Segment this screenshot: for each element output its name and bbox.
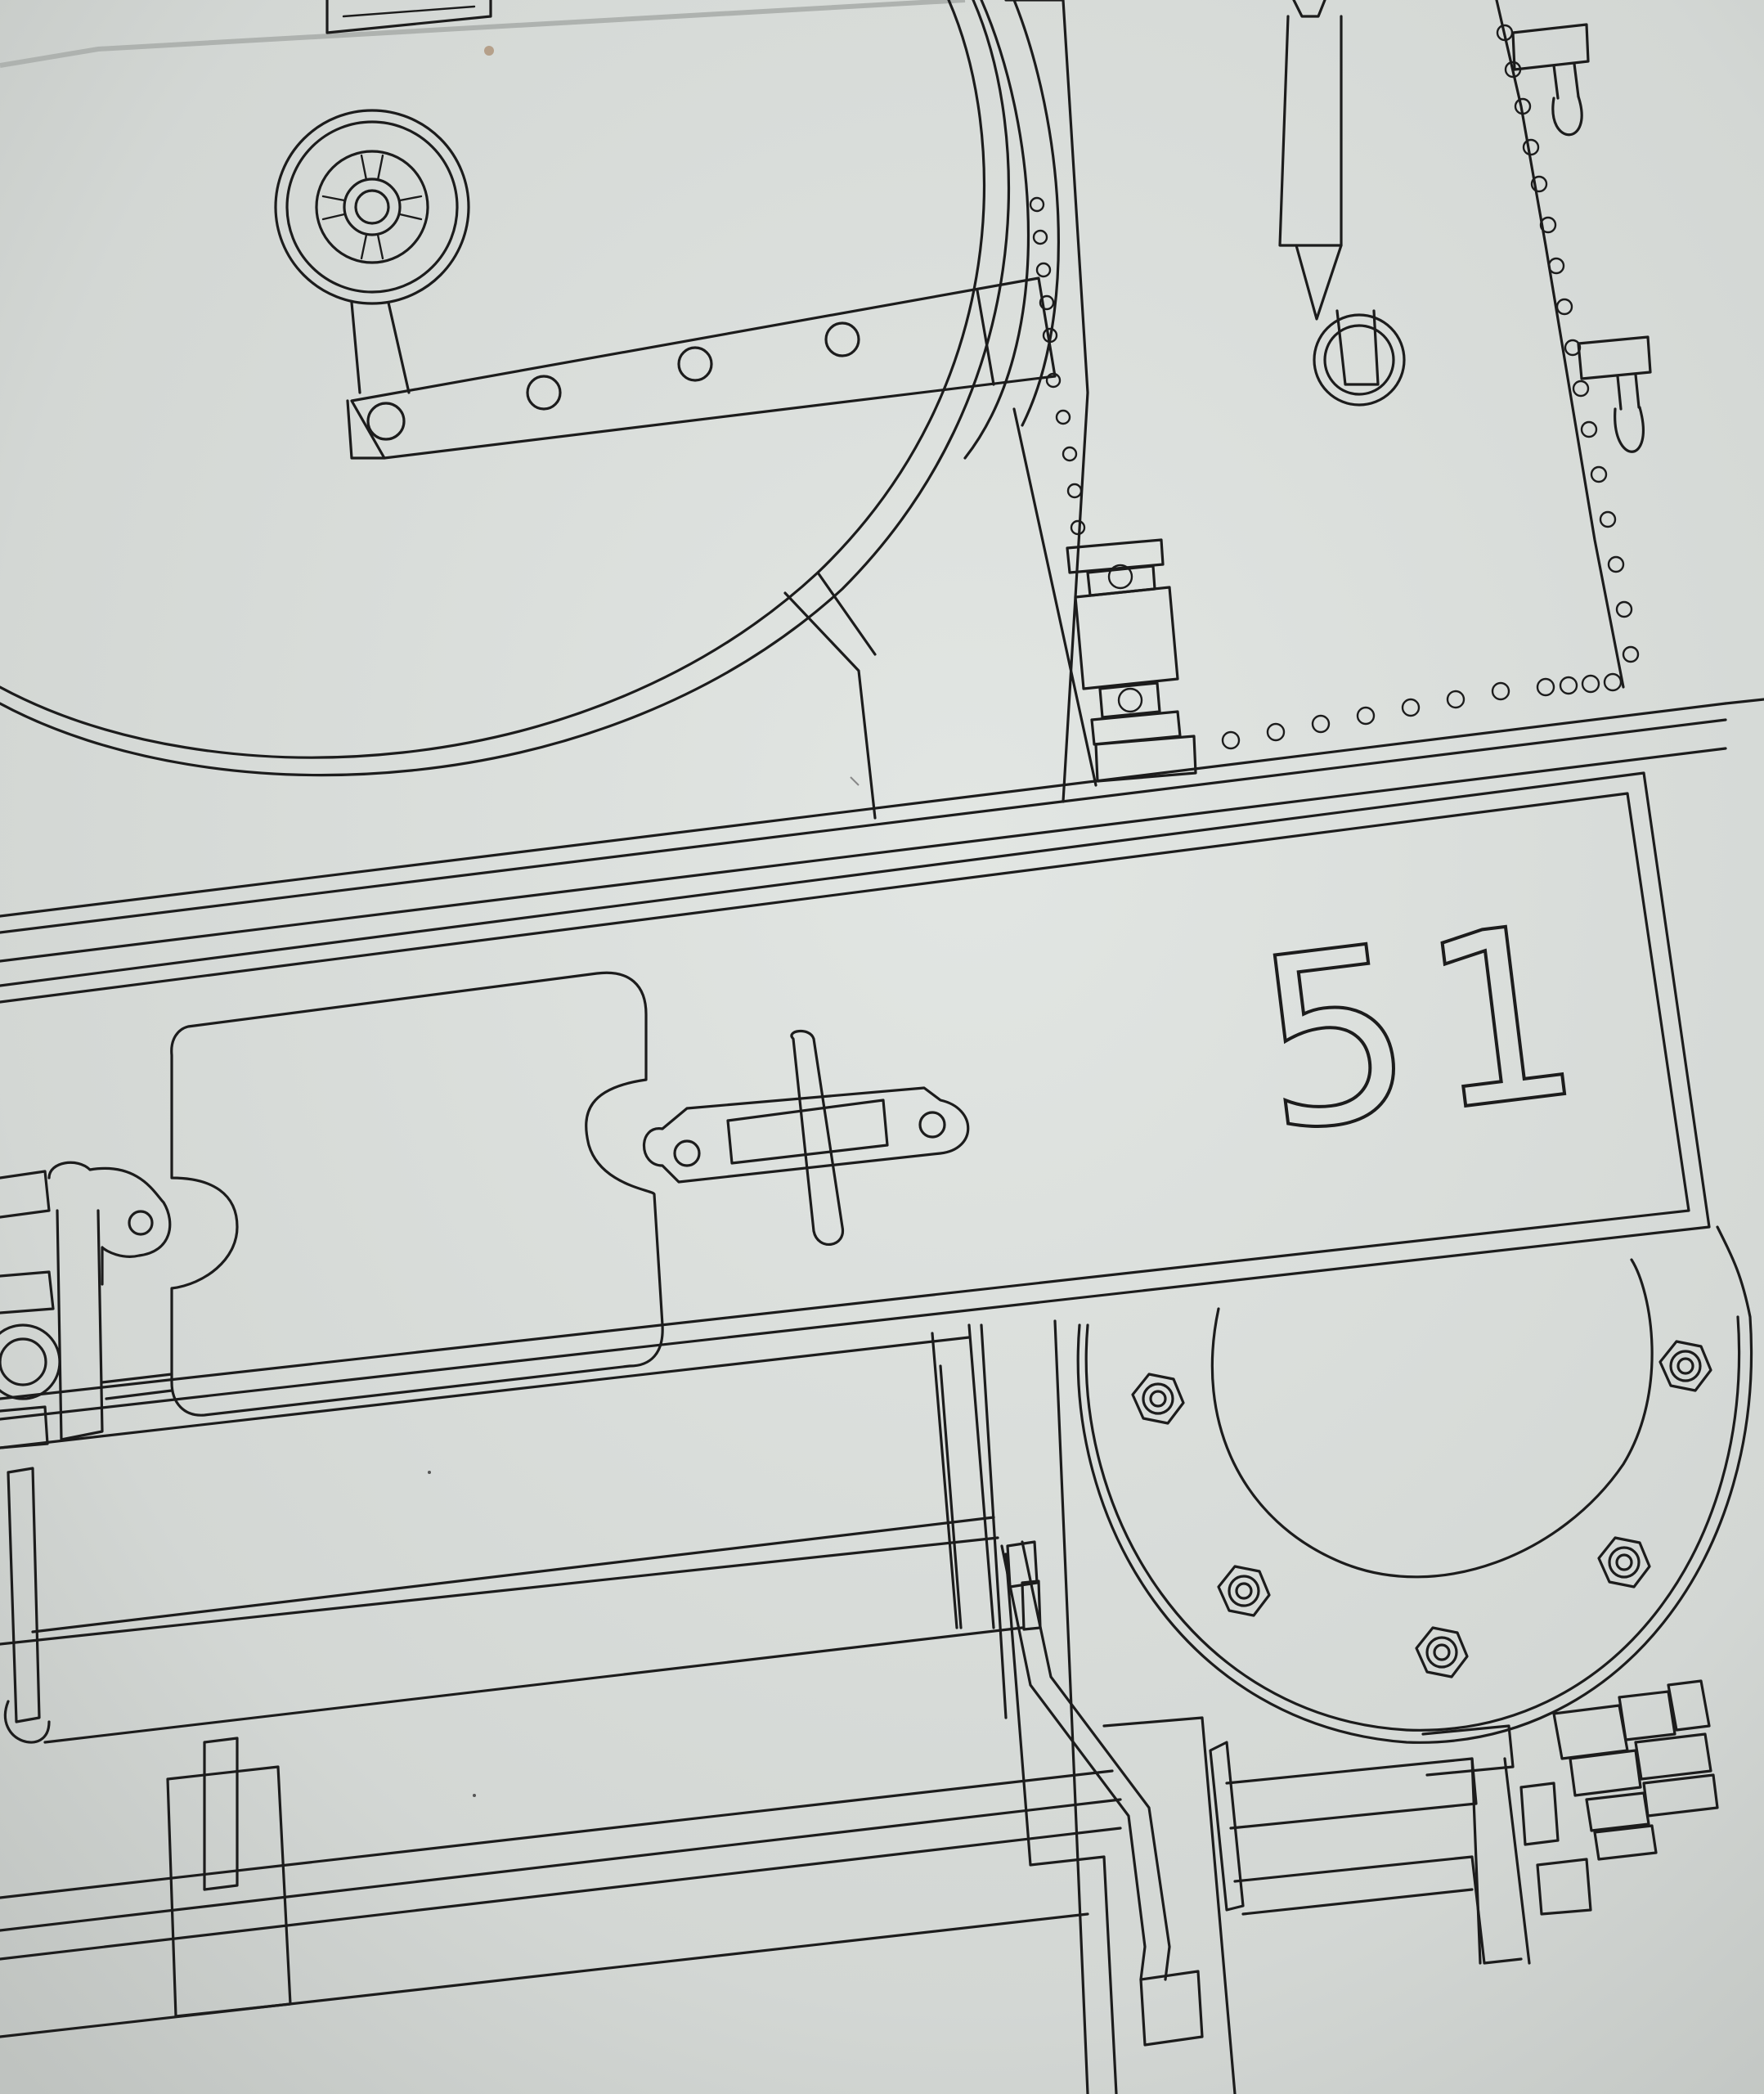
hex-nut-icon <box>1659 1340 1712 1392</box>
number-plate: 51 <box>1242 870 1611 1187</box>
clack-valve <box>1066 538 1197 783</box>
hook-icon <box>643 1030 970 1246</box>
frame-plate <box>0 771 1711 1421</box>
crosshead-block <box>166 1737 292 2018</box>
running-board <box>0 698 1764 963</box>
cab-side-sheet <box>1221 0 1640 750</box>
handwheel-icon <box>274 109 470 394</box>
lower-frame <box>0 1336 1024 1744</box>
left-bracket <box>0 1161 173 1744</box>
packing-blocks <box>1552 1679 1719 1861</box>
smokebox-door <box>0 0 1060 777</box>
frame-stays <box>931 1319 1118 2094</box>
cylinder-cover <box>1076 1225 1753 1744</box>
access-cover <box>170 971 664 1417</box>
paper-edge <box>0 0 966 68</box>
axlebox-guide <box>1102 1716 1592 2094</box>
stray-marks <box>428 46 860 1797</box>
brake-hanger <box>1000 1540 1204 2047</box>
number-plate-text: 51 <box>1244 871 1609 1185</box>
handrail-rod <box>1278 0 1406 407</box>
hex-nut-icon <box>1217 1565 1271 1617</box>
door-hinge-bar <box>346 276 1057 460</box>
wall-tap-upper <box>1511 23 1590 137</box>
hex-nut-icon <box>1597 1536 1651 1588</box>
hex-nut-icon <box>1131 1373 1185 1425</box>
wall-tap-lower <box>1577 335 1652 453</box>
rivet-column <box>1029 196 1086 536</box>
hex-nut-icon <box>1415 1626 1469 1678</box>
